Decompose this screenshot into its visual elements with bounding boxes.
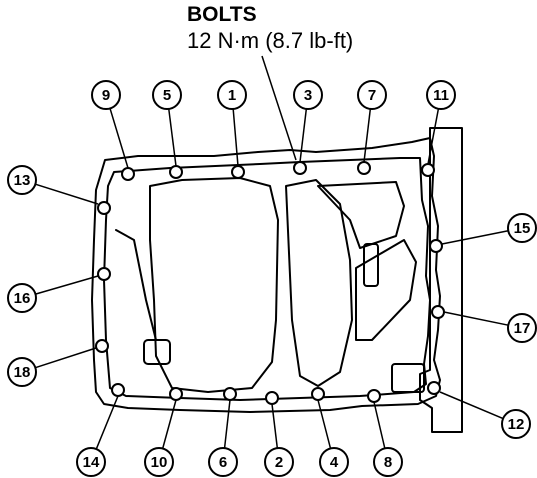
callout-leader-7 bbox=[363, 108, 372, 163]
callout-circle-15 bbox=[507, 213, 537, 243]
callout-circle-4 bbox=[319, 447, 349, 477]
rib-1 bbox=[285, 179, 353, 387]
bolt-head-3 bbox=[293, 161, 307, 175]
callout-leader-6 bbox=[223, 399, 231, 449]
callout-leader-8 bbox=[373, 401, 386, 449]
callout-label-16: 16 bbox=[14, 290, 31, 307]
callout-label-12: 12 bbox=[508, 416, 525, 433]
bolt-head-15 bbox=[429, 239, 443, 253]
callout-circle-13 bbox=[7, 165, 37, 195]
bolt-head-17 bbox=[431, 305, 445, 319]
bolt-head-6 bbox=[223, 387, 237, 401]
callout-leader-17 bbox=[443, 311, 509, 326]
bolt-head-7 bbox=[357, 161, 371, 175]
bolt-head-9 bbox=[121, 167, 135, 181]
callout-label-2: 2 bbox=[275, 454, 283, 471]
callout-leader-13 bbox=[35, 183, 99, 205]
callout-leader-5 bbox=[168, 108, 177, 167]
callout-leader-3 bbox=[299, 108, 308, 163]
slot-recess bbox=[363, 243, 379, 287]
callout-label-15: 15 bbox=[514, 220, 531, 237]
callout-circle-14 bbox=[76, 447, 106, 477]
callout-circle-7 bbox=[357, 80, 387, 110]
callout-leader-11 bbox=[427, 108, 440, 165]
callout-circle-9 bbox=[91, 80, 121, 110]
callout-leader-2 bbox=[271, 403, 279, 449]
callout-label-6: 6 bbox=[219, 454, 227, 471]
callout-circle-11 bbox=[426, 80, 456, 110]
callout-label-5: 5 bbox=[163, 87, 171, 104]
callout-leader-14 bbox=[95, 395, 119, 450]
callout-leader-9 bbox=[109, 108, 129, 169]
callout-circle-5 bbox=[152, 80, 182, 110]
oil-pan-right-flange bbox=[419, 127, 463, 433]
callout-circle-18 bbox=[7, 357, 37, 387]
oil-pan-outer-outline bbox=[91, 137, 441, 413]
header-title: BOLTS bbox=[187, 3, 257, 26]
callout-leader-4 bbox=[317, 399, 332, 449]
bolt-head-10 bbox=[169, 387, 183, 401]
callout-label-17: 17 bbox=[514, 320, 531, 337]
callout-leader-15 bbox=[441, 230, 509, 245]
callout-label-18: 18 bbox=[14, 364, 31, 381]
bolt-head-12 bbox=[427, 381, 441, 395]
sensor-bracket bbox=[391, 363, 425, 393]
header-leader bbox=[261, 55, 297, 161]
callout-label-1: 1 bbox=[228, 87, 236, 104]
header-torque-spec: 12 N·m (8.7 lb-ft) bbox=[187, 28, 354, 53]
callout-circle-16 bbox=[7, 283, 37, 313]
sump-recess bbox=[149, 177, 279, 393]
bolt-heads bbox=[95, 161, 445, 405]
callout-label-8: 8 bbox=[384, 454, 392, 471]
rib-2 bbox=[317, 181, 405, 249]
callout-circle-17 bbox=[507, 313, 537, 343]
callout-label-4: 4 bbox=[330, 454, 339, 471]
bolt-head-5 bbox=[169, 165, 183, 179]
callout-circle-8 bbox=[373, 447, 403, 477]
bolt-head-13 bbox=[97, 201, 111, 215]
callout-label-3: 3 bbox=[304, 87, 312, 104]
callout-circle-6 bbox=[208, 447, 238, 477]
callout-leader-16 bbox=[35, 275, 99, 295]
callout-label-10: 10 bbox=[151, 454, 168, 471]
drain-plug bbox=[143, 339, 171, 365]
callout-label-11: 11 bbox=[433, 87, 449, 104]
callout-circle-12 bbox=[501, 409, 531, 439]
callout-leader-10 bbox=[161, 399, 177, 449]
callout-label-7: 7 bbox=[368, 87, 376, 104]
bolt-head-14 bbox=[111, 383, 125, 397]
bolt-head-2 bbox=[265, 391, 279, 405]
callout-label-9: 9 bbox=[102, 87, 110, 104]
callout-leader-1 bbox=[232, 108, 239, 167]
oil-pan-inner-rim bbox=[103, 157, 431, 401]
callout-leader-12 bbox=[439, 391, 504, 420]
rib-3 bbox=[355, 239, 417, 341]
callout-circle-2 bbox=[264, 447, 294, 477]
bolt-head-1 bbox=[231, 165, 245, 179]
bolt-head-8 bbox=[367, 389, 381, 403]
bolt-head-18 bbox=[95, 339, 109, 353]
bolt-head-11 bbox=[421, 163, 435, 177]
bolt-head-16 bbox=[97, 267, 111, 281]
callout-label-14: 14 bbox=[83, 454, 100, 471]
callout-circle-10 bbox=[144, 447, 174, 477]
bolt-head-4 bbox=[311, 387, 325, 401]
oil-pickup-pipe bbox=[115, 229, 157, 341]
callout-circle-1 bbox=[217, 80, 247, 110]
callout-circle-3 bbox=[293, 80, 323, 110]
callout-label-13: 13 bbox=[14, 172, 31, 189]
callout-leader-18 bbox=[35, 347, 97, 369]
